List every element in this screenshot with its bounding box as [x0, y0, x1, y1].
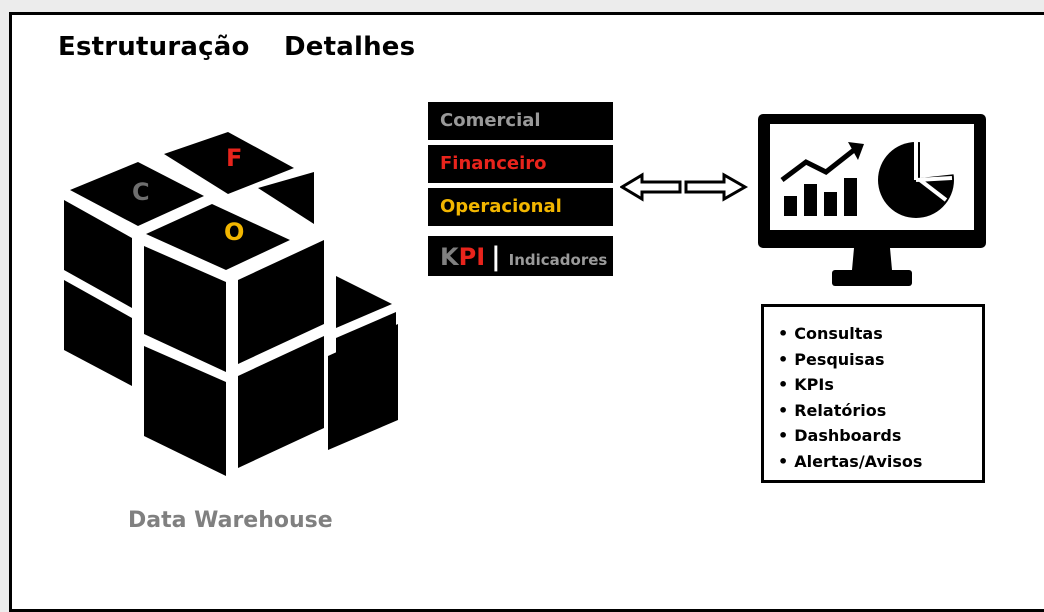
cube-back-right-top — [336, 276, 392, 328]
title-detalhes: Detalhes — [284, 32, 416, 62]
kpi-indicadores-text: Indicadores — [508, 251, 608, 269]
cube-letter-c: C — [132, 178, 150, 206]
category-financeiro: Financeiro — [428, 145, 613, 183]
data-warehouse-cube-icon: C F O — [58, 128, 408, 508]
features-list: •Consultas •Pesquisas •KPIs •Relatórios … — [761, 304, 985, 483]
cube-left-lower — [64, 280, 132, 386]
kpi-k-text: K — [440, 243, 459, 271]
cube-right-lower — [238, 336, 324, 468]
double-arrow-icon — [620, 172, 749, 202]
list-item: •Relatórios — [778, 400, 887, 420]
cube-back-right-lower — [328, 324, 398, 450]
list-item: •Alertas/Avisos — [778, 451, 923, 471]
cube-front-lower — [144, 346, 226, 476]
cube-top-c — [70, 162, 204, 226]
kpi-separator: | — [491, 242, 501, 272]
cube-letter-f: F — [226, 144, 243, 172]
cube-right-upper — [238, 240, 324, 364]
title-estruturacao: Estruturação — [58, 32, 250, 62]
cube-front-upper — [144, 246, 226, 372]
category-operacional: Operacional — [428, 188, 613, 226]
kpi-indicadores-box: KPI| Indicadores — [428, 236, 613, 276]
list-item: •Dashboards — [778, 426, 902, 446]
category-comercial: Comercial — [428, 102, 613, 140]
list-item: •Consultas — [778, 324, 883, 343]
list-item: •KPIs — [778, 375, 834, 395]
cube-top-o — [146, 204, 290, 270]
list-item: •Pesquisas — [778, 349, 885, 369]
data-warehouse-label: Data Warehouse — [128, 508, 333, 533]
cube-top-back — [258, 172, 314, 224]
monitor-chart-icon — [758, 114, 986, 286]
cube-letter-o: O — [224, 218, 245, 246]
cube-top-f — [164, 132, 294, 194]
cube-left-upper — [64, 200, 132, 308]
kpi-pi-text: PI — [458, 243, 486, 271]
